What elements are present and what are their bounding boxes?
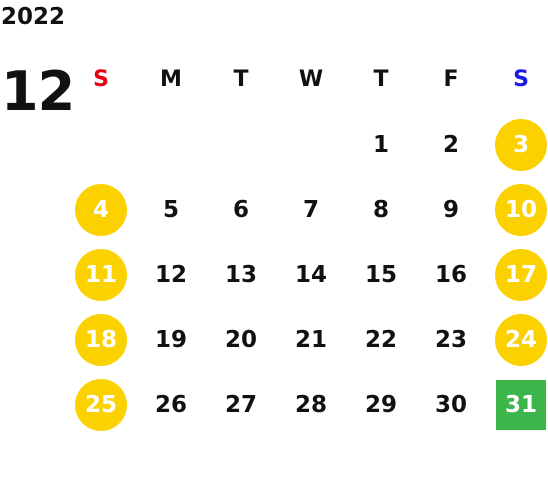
highlighted-day: 31 — [496, 379, 546, 430]
calendar-day-cell — [66, 112, 136, 177]
calendar-day-cell: 12 — [136, 242, 206, 307]
weekend-day: 24 — [495, 313, 547, 366]
calendar-day-cell: 20 — [206, 307, 276, 372]
calendar-day-cell: 2 — [416, 112, 486, 177]
weekend-day: 25 — [75, 378, 127, 431]
calendar-day-cell: 5 — [136, 177, 206, 242]
weekday-header: S — [93, 67, 109, 92]
day-number: 27 — [224, 391, 257, 418]
weekday-header: M — [160, 67, 182, 92]
weekday-header: F — [443, 67, 459, 92]
day-number: 2 — [442, 131, 459, 158]
day-number: 29 — [364, 391, 397, 418]
calendar-day-cell: 10 — [486, 177, 548, 242]
day-number: 19 — [154, 326, 187, 353]
weekend-day: 11 — [75, 248, 127, 301]
day-number: 13 — [224, 261, 257, 288]
calendar-day-cell: 22 — [346, 307, 416, 372]
calendar-day-cell: 29 — [346, 372, 416, 437]
calendar-day-cell: 13 — [206, 242, 276, 307]
day-number: 21 — [294, 326, 327, 353]
calendar-day-cell: 17 — [486, 242, 548, 307]
day-number: 30 — [434, 391, 467, 418]
weekday-header: S — [513, 67, 529, 92]
calendar-day-cell: 19 — [136, 307, 206, 372]
calendar-day-cell: 15 — [346, 242, 416, 307]
weekday-header: T — [373, 67, 389, 92]
calendar-day-cell: 14 — [276, 242, 346, 307]
calendar-day-cell: 9 — [416, 177, 486, 242]
calendar-day-cell: 6 — [206, 177, 276, 242]
day-number: 12 — [154, 261, 187, 288]
day-number: 6 — [232, 196, 249, 223]
weekend-day: 3 — [495, 118, 547, 171]
calendar-day-cell: 25 — [66, 372, 136, 437]
day-number: 16 — [434, 261, 467, 288]
day-number: 1 — [372, 131, 389, 158]
weekend-day: 17 — [495, 248, 547, 301]
calendar-day-cell: 21 — [276, 307, 346, 372]
calendar-day-cell: 18 — [66, 307, 136, 372]
year-label: 2022 — [1, 4, 66, 30]
weekday-header: W — [298, 67, 324, 92]
calendar-day-cell: 1 — [346, 112, 416, 177]
day-number: 14 — [294, 261, 327, 288]
calendar-day-cell — [206, 112, 276, 177]
calendar-day-cell: 16 — [416, 242, 486, 307]
month-label: 12 — [1, 60, 75, 123]
day-number: 26 — [154, 391, 187, 418]
weekend-day: 18 — [75, 313, 127, 366]
calendar-day-cell: 4 — [66, 177, 136, 242]
calendar-day-cell: 28 — [276, 372, 346, 437]
calendar-day-cell: 30 — [416, 372, 486, 437]
calendar-day-cell: 8 — [346, 177, 416, 242]
day-number: 8 — [372, 196, 389, 223]
day-number: 5 — [162, 196, 179, 223]
weekday-header: T — [233, 67, 249, 92]
day-number: 20 — [224, 326, 257, 353]
day-number: 7 — [302, 196, 319, 223]
day-number: 23 — [434, 326, 467, 353]
day-number: 9 — [442, 196, 459, 223]
weekend-day: 4 — [75, 183, 127, 236]
calendar-day-cell: 7 — [276, 177, 346, 242]
day-number: 28 — [294, 391, 327, 418]
calendar-day-cell: 26 — [136, 372, 206, 437]
day-number: 22 — [364, 326, 397, 353]
day-number: 15 — [364, 261, 397, 288]
calendar-day-cell — [136, 112, 206, 177]
calendar-day-cell: 11 — [66, 242, 136, 307]
calendar-day-cell: 23 — [416, 307, 486, 372]
weekend-day: 10 — [495, 183, 547, 236]
calendar-day-cell: 27 — [206, 372, 276, 437]
calendar-day-cell — [276, 112, 346, 177]
calendar-day-cell: 24 — [486, 307, 548, 372]
calendar-day-cell: 3 — [486, 112, 548, 177]
calendar-day-cell: 31 — [486, 372, 548, 437]
